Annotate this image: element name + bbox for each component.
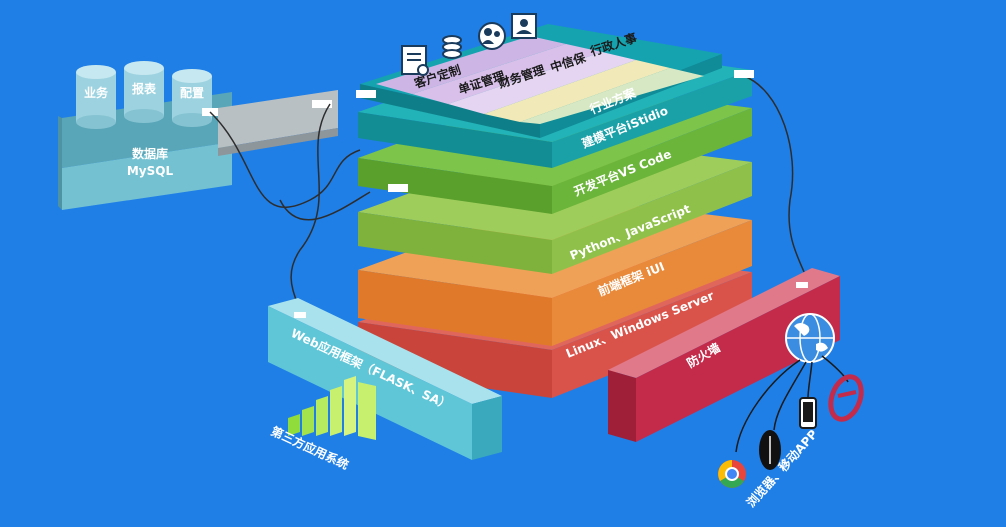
compass-icon xyxy=(759,430,781,470)
connector-plug-right xyxy=(734,70,754,78)
database-cylinder-report: 报表 xyxy=(124,61,164,123)
coins-icon xyxy=(442,35,462,59)
firewall-block: 防火墙 xyxy=(608,268,840,442)
cylinder-label-business: 业务 xyxy=(84,85,109,100)
database-type-label: MySQL xyxy=(127,164,174,178)
database-label: 数据库 xyxy=(132,146,168,161)
globe-icon xyxy=(785,313,835,363)
layer-app: 客户定制 单证管理 财务管理 中信保 行政人事 行业方案 xyxy=(360,24,722,138)
chrome-icon xyxy=(718,460,746,488)
client-label: 浏览器、移动APP xyxy=(743,426,820,510)
database-block: 业务 报表 配置 数据库 MySQL xyxy=(58,61,232,210)
contact-card-icon xyxy=(511,13,537,39)
connector-plug-language xyxy=(388,184,408,192)
database-cylinder-config: 配置 xyxy=(172,69,212,127)
client-connectors xyxy=(735,355,849,453)
cylinder-label-config: 配置 xyxy=(180,85,204,100)
app-module-finance: 财务管理 xyxy=(448,52,636,114)
connector-plug-app xyxy=(356,90,376,98)
cylinder-label-report: 报表 xyxy=(132,81,157,96)
user-group-icon xyxy=(478,22,506,50)
layer-connectors xyxy=(209,75,811,317)
third-party-bars-icon xyxy=(288,376,376,440)
ie-browser-icon xyxy=(828,374,864,422)
database-cylinder-business: 业务 xyxy=(76,65,116,129)
smartphone-icon xyxy=(799,397,817,429)
document-icon xyxy=(401,45,429,76)
